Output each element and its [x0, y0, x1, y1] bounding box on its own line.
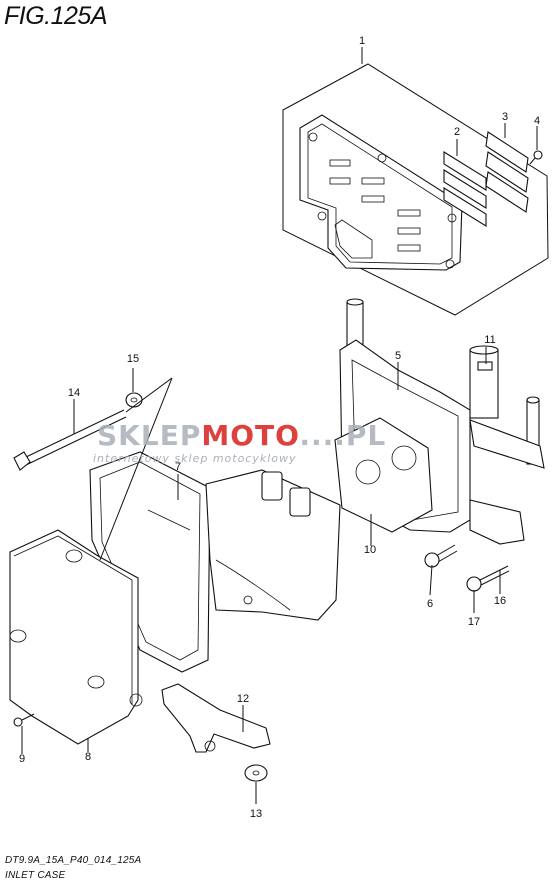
callout-10: 10 — [364, 544, 376, 556]
screw-9 — [13, 713, 35, 727]
watermark-brand-tail: ....PL — [299, 419, 386, 452]
callout-12: 12 — [237, 693, 249, 705]
callout-4: 4 — [534, 115, 540, 127]
callout-7: 7 — [175, 461, 181, 473]
reed-stoppers — [485, 131, 529, 213]
callout-2: 2 — [454, 126, 460, 138]
screw-4 — [529, 150, 543, 165]
silencer-cover — [9, 529, 143, 745]
lever-12 — [161, 683, 271, 753]
callout-8: 8 — [85, 751, 91, 763]
watermark-tagline: internetowy sklep motocyklowy — [93, 452, 297, 465]
inlet-gasket — [334, 417, 433, 533]
leader-lines — [21, 47, 538, 804]
washer-13 — [244, 764, 268, 782]
part-11 — [477, 361, 493, 371]
callout-11: 11 — [484, 334, 495, 346]
watermark-brand-gray: SKLEP — [97, 419, 201, 452]
callout-3: 3 — [502, 111, 508, 123]
callout-15: 15 — [127, 353, 139, 365]
callout-6: 6 — [427, 598, 433, 610]
callout-13: 13 — [250, 808, 262, 820]
callout-17: 17 — [468, 616, 480, 628]
watermark: SKLEPMOTO....PL internetowy sklep motocy… — [93, 419, 386, 465]
carburetor — [205, 469, 341, 621]
reed-petals — [443, 151, 487, 227]
drawing-code: DT9.9A_15A_P40_014_125A — [5, 855, 142, 866]
bolt-6 — [424, 544, 458, 568]
callout-5: 5 — [395, 350, 401, 362]
callout-1: 1 — [359, 35, 365, 47]
reed-valve-kit-box — [282, 63, 549, 316]
callout-14: 14 — [68, 387, 80, 399]
watermark-brand-red: MOTO — [201, 419, 299, 452]
figure-title: FIG.125A — [4, 2, 108, 30]
washer-15 — [125, 392, 143, 408]
svg-text:SKLEPMOTO....PL: SKLEPMOTO....PL — [97, 419, 386, 452]
drawing-caption: INLET CASE — [5, 870, 66, 881]
bolt-16-washer-17 — [466, 565, 510, 592]
callout-9: 9 — [19, 753, 25, 765]
callout-16: 16 — [494, 595, 506, 607]
reed-valve-plate — [299, 114, 463, 271]
